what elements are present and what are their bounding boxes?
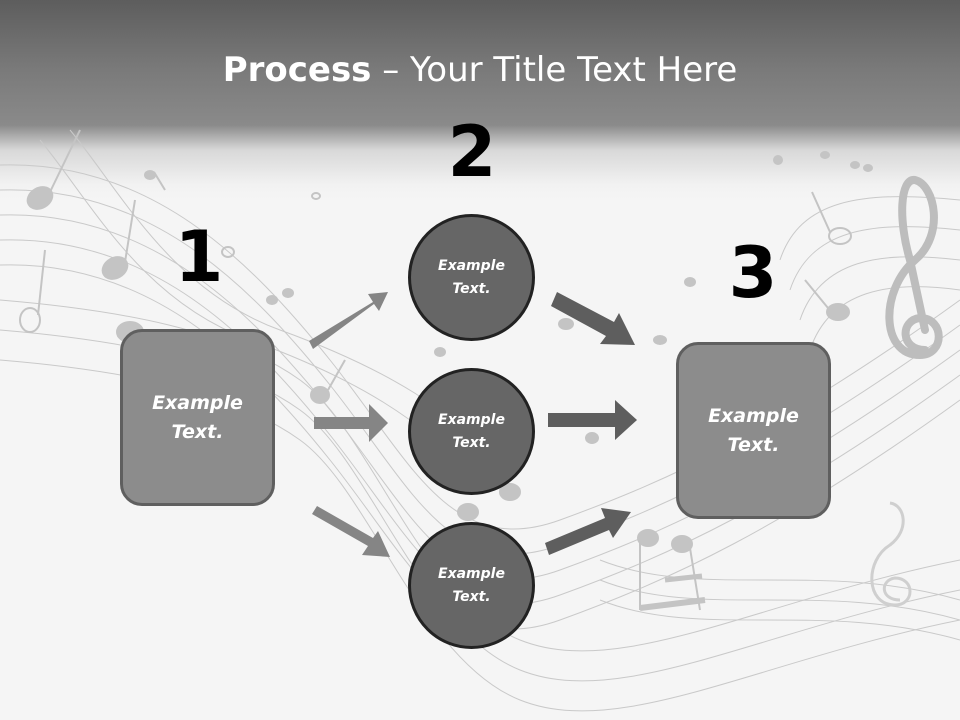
circle-bottom-line1: Example	[438, 565, 505, 582]
left-box-text: Example Text.	[152, 389, 243, 447]
title-bar	[0, 0, 960, 200]
step-number-2: 2	[447, 111, 497, 193]
right-text-box: Example Text.	[676, 342, 831, 519]
arrow-icon	[551, 292, 635, 345]
right-box-text: Example Text.	[708, 402, 799, 460]
circle-middle: Example Text.	[408, 368, 535, 495]
left-text-box: Example Text.	[120, 329, 275, 506]
title-rest: – Your Title Text Here	[371, 50, 738, 90]
step-number-3: 3	[728, 232, 778, 314]
left-box-line2: Text.	[171, 420, 224, 443]
circle-top-text: Example Text.	[438, 255, 505, 301]
title-bold: Process	[222, 50, 372, 90]
treble-clef-icon	[870, 501, 912, 607]
circle-middle-line1: Example	[438, 411, 505, 428]
step-number-1: 1	[174, 216, 224, 298]
right-box-line2: Text.	[727, 433, 780, 456]
circle-bottom-line2: Text.	[452, 588, 491, 605]
circle-middle-line2: Text.	[452, 434, 491, 451]
circle-middle-text: Example Text.	[438, 409, 505, 455]
arrow-icon	[314, 404, 388, 442]
circle-top-line1: Example	[438, 257, 505, 274]
right-box-line1: Example	[708, 404, 799, 427]
arrow-icon	[548, 400, 637, 440]
page-title: Process – Your Title Text Here	[0, 50, 960, 90]
left-box-line1: Example	[152, 391, 243, 414]
arrow-icon	[545, 508, 631, 555]
arrow-icon	[312, 506, 390, 557]
circle-bottom-text: Example Text.	[438, 563, 505, 609]
circle-bottom: Example Text.	[408, 522, 535, 649]
treble-clef-icon	[885, 176, 943, 360]
circle-top-line2: Text.	[452, 280, 491, 297]
arrow-icon	[309, 292, 388, 349]
circle-top: Example Text.	[408, 214, 535, 341]
